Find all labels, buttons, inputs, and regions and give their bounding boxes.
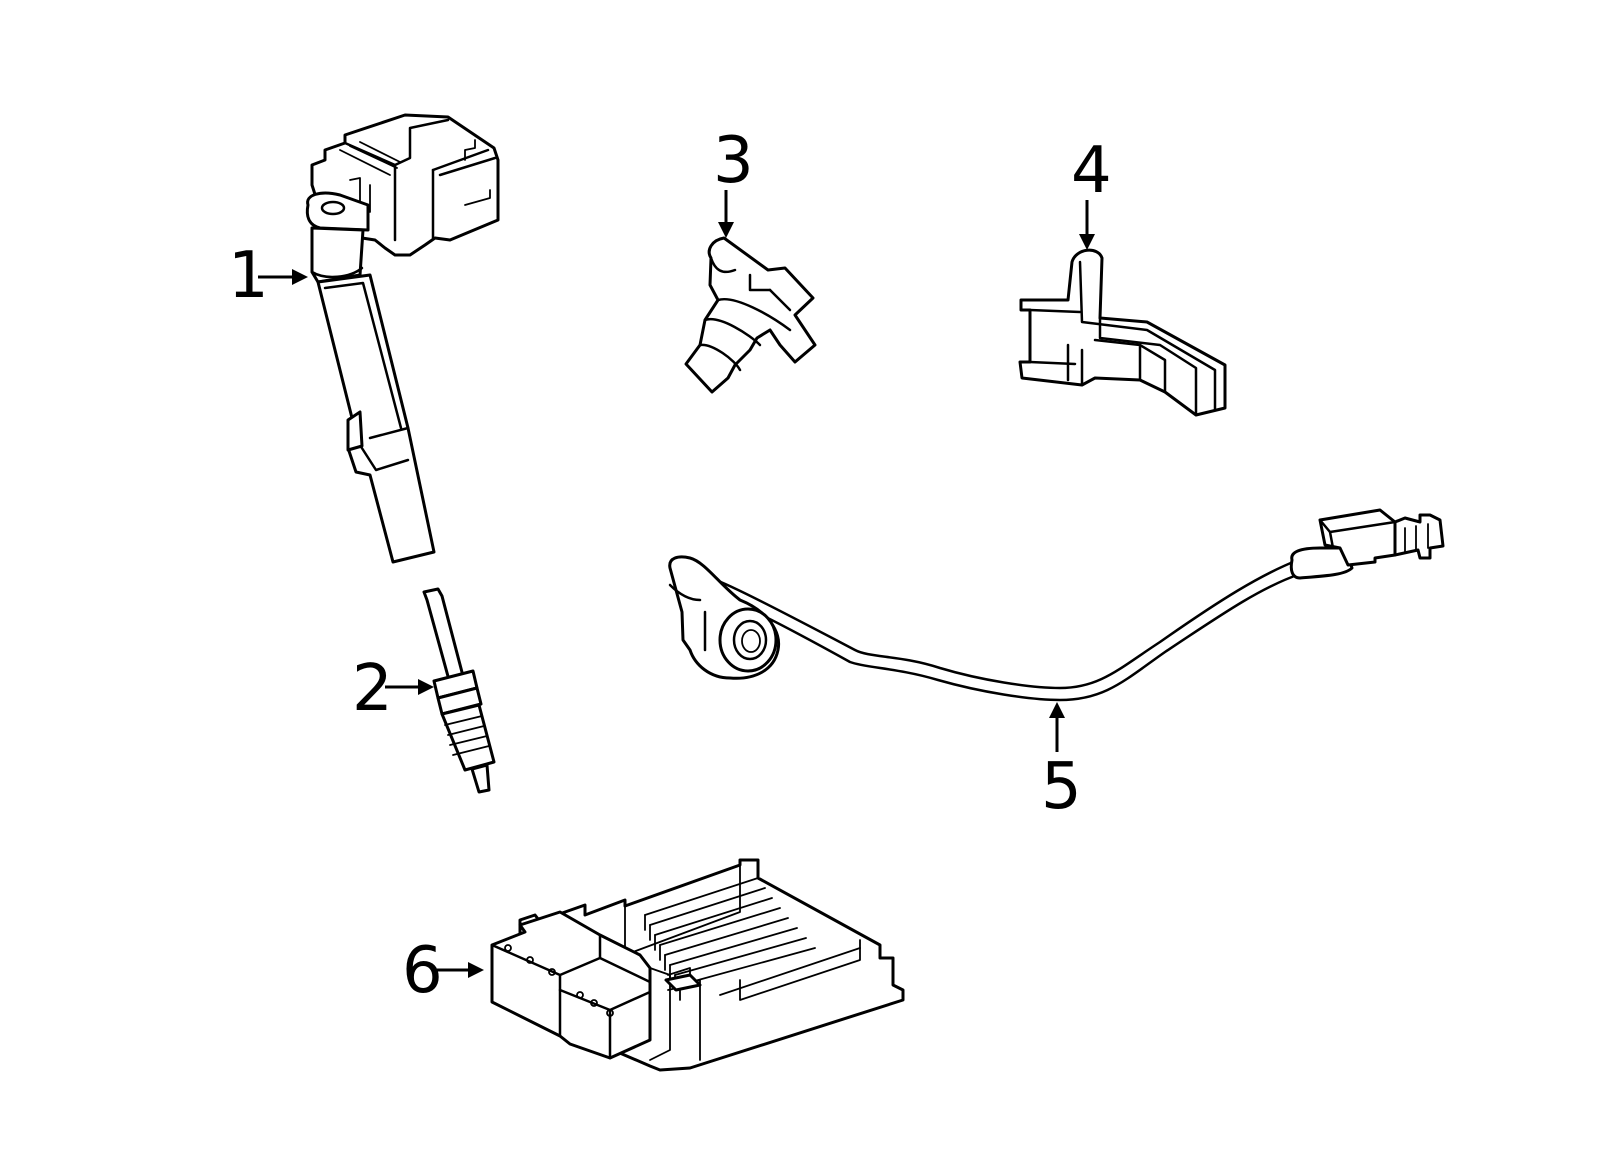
callout-arrowhead-4 <box>1079 234 1095 250</box>
callout-arrowhead-5 <box>1049 702 1065 718</box>
callout-arrowhead-3 <box>718 222 734 238</box>
callout-arrowhead-1 <box>292 269 308 285</box>
engine-control-module <box>490 858 905 1072</box>
callout-number-2: 2 <box>352 652 393 726</box>
callout-number-3: 3 <box>713 124 754 198</box>
callout-number-5: 5 <box>1041 750 1082 824</box>
callout-3: 3 <box>713 124 754 238</box>
callout-2: 2 <box>352 652 434 726</box>
callout-number-4: 4 <box>1071 134 1112 208</box>
callout-6: 6 <box>402 934 484 1008</box>
spark-plug <box>422 587 496 794</box>
callout-arrowhead-2 <box>418 679 434 695</box>
callout-5: 5 <box>1041 702 1082 824</box>
callout-1: 1 <box>228 239 308 313</box>
callout-arrowhead-6 <box>468 962 484 978</box>
callout-4: 4 <box>1071 134 1112 250</box>
crankshaft-position-sensor <box>1018 248 1227 417</box>
knock-sensor <box>668 508 1445 702</box>
ignition-coil <box>305 113 500 564</box>
camshaft-position-sensor <box>684 236 817 394</box>
callout-number-6: 6 <box>402 934 443 1008</box>
